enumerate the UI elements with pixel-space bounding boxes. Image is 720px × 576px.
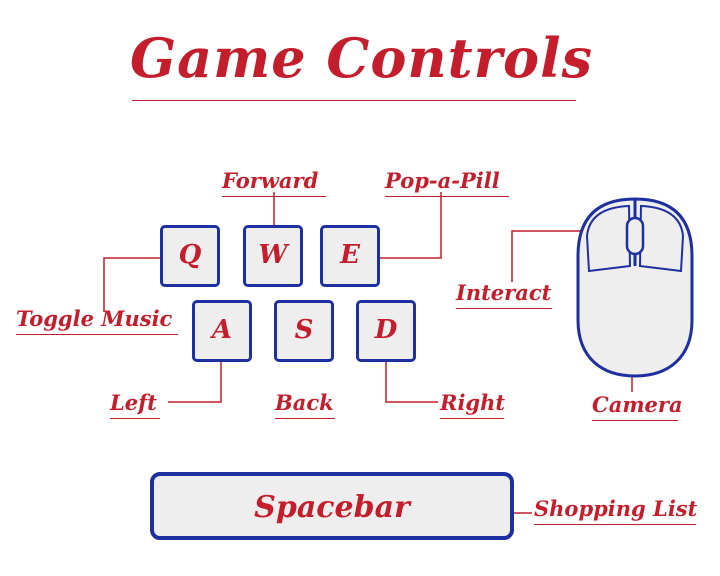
key-d-label: D: [374, 315, 398, 345]
label-left: Left: [110, 390, 157, 415]
label-back: Back: [275, 390, 334, 415]
leader-pop-a-pill: [376, 192, 442, 259]
key-q[interactable]: Q: [160, 225, 220, 287]
label-shopping-list: Shopping List: [534, 496, 698, 521]
label-interact-underline: [456, 308, 552, 309]
key-w-label: W: [258, 240, 288, 270]
mouse-icon: [576, 197, 694, 378]
key-a[interactable]: A: [192, 300, 252, 362]
label-right: Right: [440, 390, 506, 415]
key-e[interactable]: E: [320, 225, 380, 287]
page-title: Game Controls: [130, 26, 593, 90]
label-toggle-music: Toggle Music: [16, 306, 173, 331]
label-toggle-music-underline: [16, 334, 178, 335]
label-right-underline: [440, 418, 504, 419]
label-forward: Forward: [222, 168, 319, 193]
label-interact: Interact: [456, 280, 552, 305]
title-underline: [132, 100, 576, 101]
key-w[interactable]: W: [243, 225, 303, 287]
label-left-underline: [110, 418, 160, 419]
label-pop-a-pill: Pop-a-Pill: [385, 168, 500, 193]
key-s[interactable]: S: [274, 300, 334, 362]
leader-interact: [511, 230, 598, 282]
label-camera: Camera: [592, 392, 683, 417]
label-shopping-list-underline: [534, 524, 696, 525]
key-d[interactable]: D: [356, 300, 416, 362]
label-pop-a-pill-underline: [385, 196, 509, 197]
leader-left: [168, 350, 222, 403]
leader-toggle-music: [103, 257, 170, 312]
key-e-label: E: [340, 240, 360, 270]
key-s-label: S: [294, 315, 314, 345]
key-q-label: Q: [178, 240, 202, 270]
label-forward-underline: [222, 196, 326, 197]
key-spacebar[interactable]: Spacebar: [150, 472, 514, 540]
key-spacebar-label: Spacebar: [254, 490, 410, 525]
label-back-underline: [275, 418, 335, 419]
key-a-label: A: [211, 315, 233, 345]
label-camera-underline: [592, 420, 678, 421]
leader-right: [385, 352, 438, 403]
